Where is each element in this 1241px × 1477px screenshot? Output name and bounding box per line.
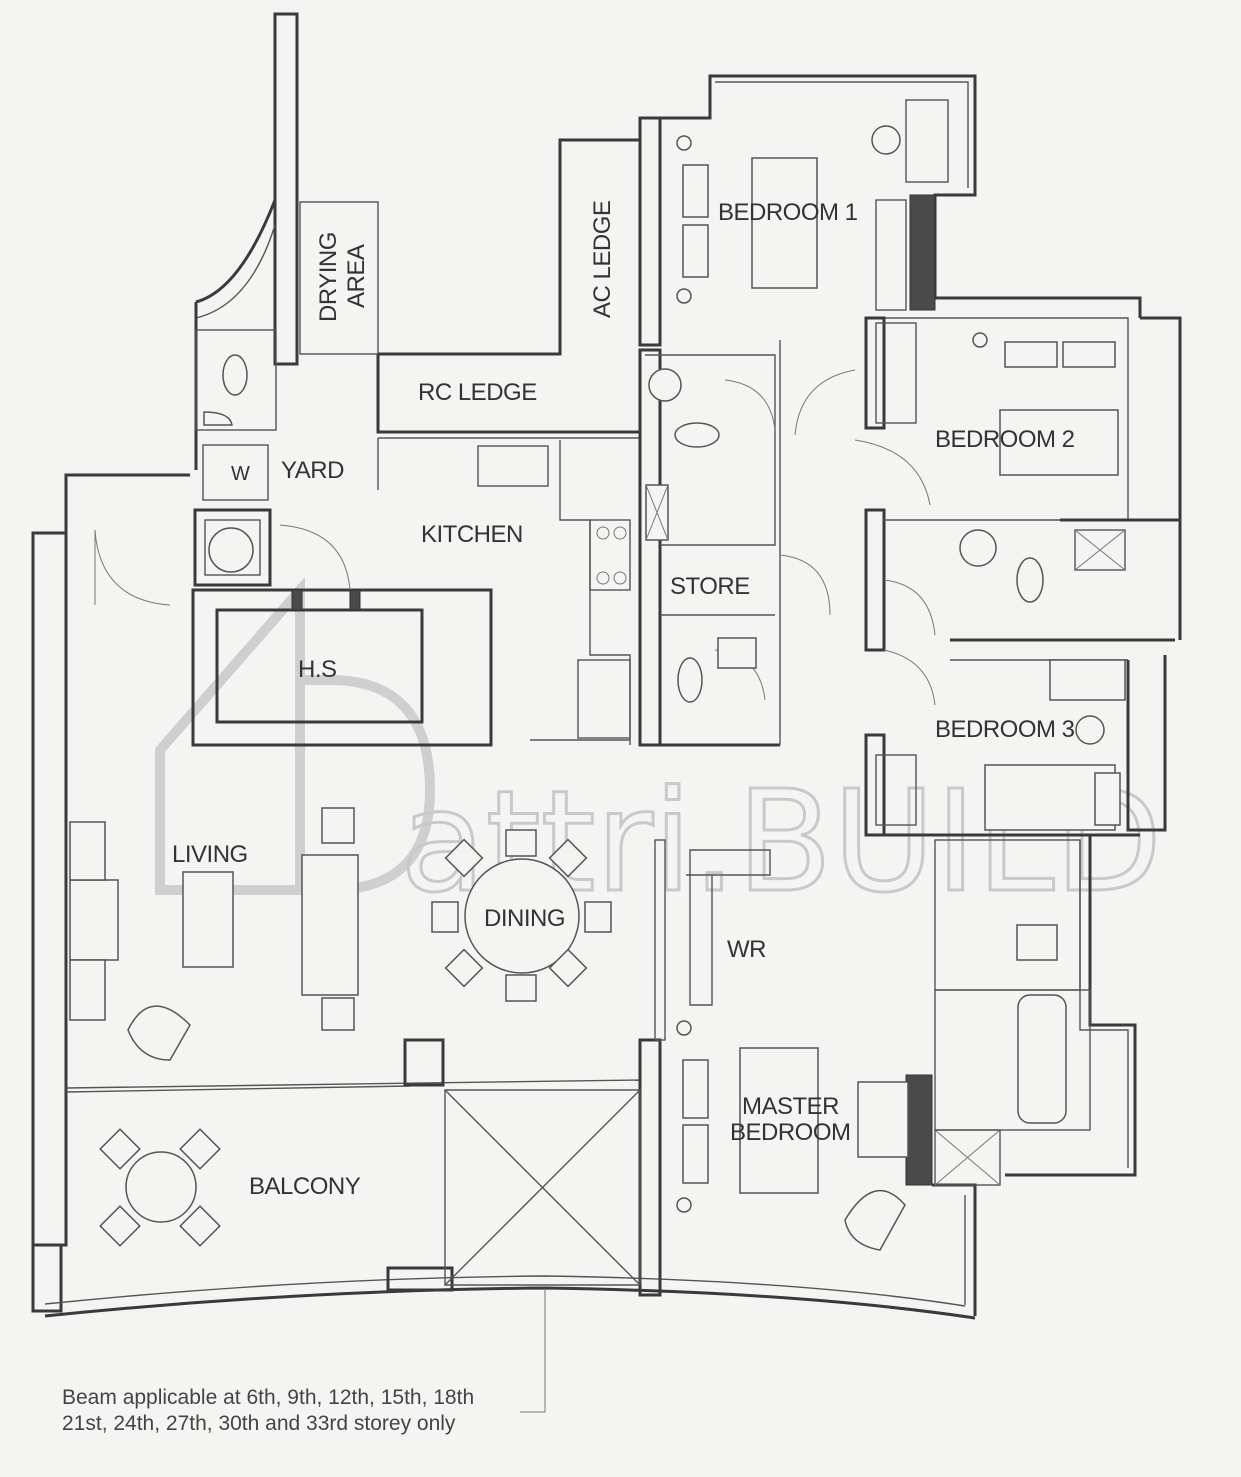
furniture: [69, 125, 1126, 1251]
label-living: LIVING: [172, 841, 248, 868]
label-master-line1: MASTER: [742, 1093, 839, 1120]
label-store: STORE: [670, 573, 750, 600]
room-labels: BEDROOM 1 BEDROOM 2 BEDROOM 3 MASTER BED…: [172, 199, 1075, 1200]
label-yard: YARD: [281, 457, 344, 484]
label-hs: H.S: [298, 656, 337, 683]
beam-leader-line: [520, 1290, 546, 1413]
label-washer: W: [231, 463, 250, 485]
label-drying-line2: AREA: [343, 244, 370, 308]
label-dining: DINING: [484, 905, 565, 932]
label-drying-line1: DRYING: [315, 232, 342, 322]
label-wr: WR: [727, 936, 766, 963]
beam-note-line2: 21st, 24th, 27th, 30th and 33rd storey o…: [62, 1412, 456, 1435]
living-window-wall: [31, 531, 68, 1247]
beam-note-line1: Beam applicable at 6th, 9th, 12th, 15th,…: [62, 1386, 474, 1409]
label-bedroom-3: BEDROOM 3: [935, 716, 1075, 743]
label-bedroom-2: BEDROOM 2: [935, 426, 1075, 453]
label-balcony: BALCONY: [249, 1173, 361, 1200]
wardrobes: [686, 199, 917, 1006]
label-master-line2: BEDROOM: [730, 1119, 851, 1146]
beam-note: Beam applicable at 6th, 9th, 12th, 15th,…: [62, 1386, 474, 1435]
corner-pillar: [31, 1243, 63, 1313]
label-bedroom-1: BEDROOM 1: [718, 199, 858, 226]
walls: [31, 12, 1182, 1320]
label-ac-ledge: AC LEDGE: [589, 201, 616, 318]
label-rc-ledge: RC LEDGE: [418, 379, 537, 406]
label-kitchen: KITCHEN: [421, 521, 523, 548]
